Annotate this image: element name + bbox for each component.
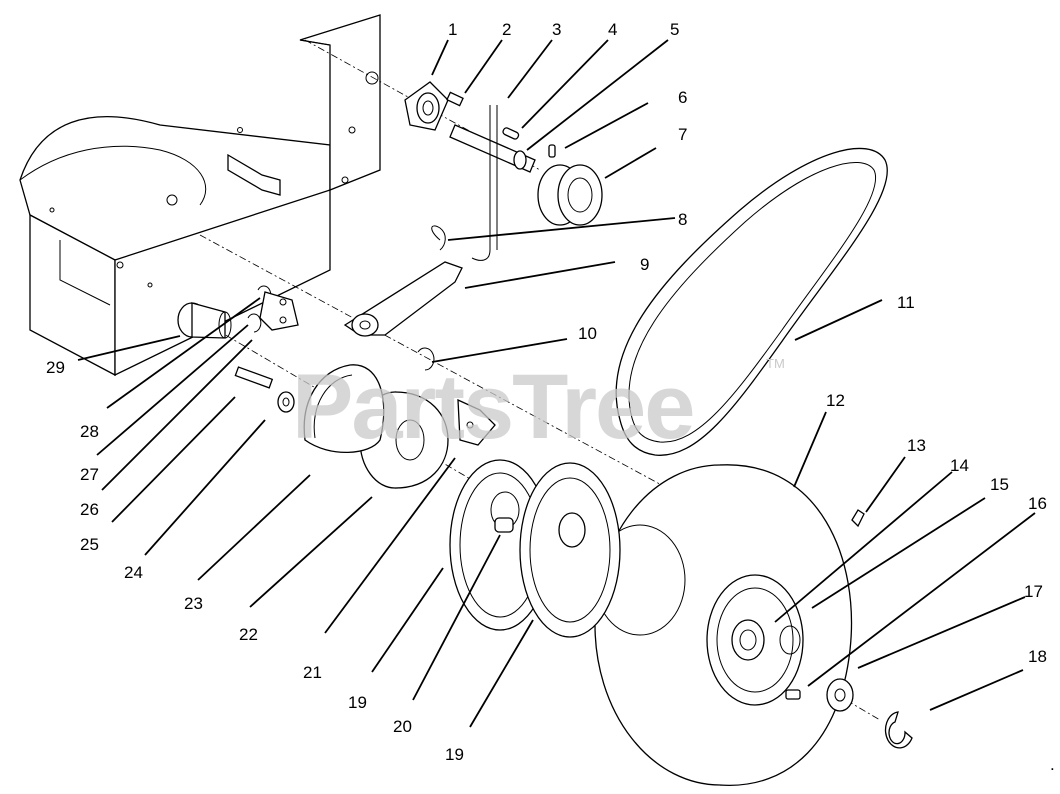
idler-arm bbox=[343, 261, 463, 337]
leader-4 bbox=[521, 39, 609, 129]
leader-lines bbox=[77, 39, 1036, 728]
brake-band bbox=[303, 364, 385, 454]
leader-11 bbox=[794, 299, 883, 341]
leader-13 bbox=[865, 456, 906, 513]
wheel-tire bbox=[594, 464, 853, 786]
callout-labels: 1 2 3 4 5 6 7 8 9 10 11 12 13 14 15 16 1… bbox=[46, 20, 1055, 774]
grease-fitting bbox=[851, 509, 865, 528]
hairpin-cotter bbox=[431, 225, 446, 251]
callout-26: 26 bbox=[80, 500, 99, 519]
leader-25 bbox=[111, 396, 236, 523]
leader-23 bbox=[197, 474, 311, 581]
leader-5 bbox=[526, 39, 669, 151]
callout-16: 16 bbox=[1028, 494, 1047, 513]
corner-mark: . bbox=[1050, 755, 1055, 774]
callout-4: 4 bbox=[608, 20, 617, 39]
flange-bolt bbox=[446, 91, 464, 107]
grease-zerk bbox=[785, 689, 801, 700]
callout-6: 6 bbox=[678, 88, 687, 107]
callout-19b: 19 bbox=[445, 745, 464, 764]
callout-9: 9 bbox=[640, 255, 649, 274]
brake-bracket bbox=[457, 398, 496, 446]
leader-17 bbox=[857, 596, 1026, 669]
leader-1 bbox=[431, 39, 449, 76]
callout-5: 5 bbox=[670, 20, 679, 39]
shaft-key bbox=[502, 127, 520, 140]
callout-23: 23 bbox=[184, 594, 203, 613]
leader-9 bbox=[464, 261, 616, 289]
wheel-spacer bbox=[826, 678, 854, 712]
bearing-flange bbox=[404, 81, 449, 131]
leader-10 bbox=[431, 338, 568, 363]
v-belt bbox=[615, 147, 888, 456]
bushing-lower bbox=[247, 313, 262, 333]
leader-2 bbox=[464, 39, 503, 94]
watermark-text: PartsTree bbox=[292, 356, 693, 458]
callout-24: 24 bbox=[124, 563, 143, 582]
callout-2: 2 bbox=[502, 20, 511, 39]
leader-12 bbox=[793, 411, 827, 488]
callout-14: 14 bbox=[950, 456, 969, 475]
callout-17: 17 bbox=[1024, 582, 1043, 601]
callout-3: 3 bbox=[552, 20, 561, 39]
partstree-watermark: PartsTree TM bbox=[292, 356, 785, 458]
idler-pulley bbox=[537, 164, 603, 226]
callout-11: 11 bbox=[897, 293, 915, 312]
callout-29: 29 bbox=[46, 358, 65, 377]
callout-28: 28 bbox=[80, 422, 99, 441]
callout-18: 18 bbox=[1028, 647, 1047, 666]
callout-8: 8 bbox=[678, 210, 687, 229]
carriage-bolt bbox=[234, 366, 274, 389]
callout-22: 22 bbox=[239, 625, 258, 644]
leader-20 bbox=[412, 534, 501, 701]
idler-shaft bbox=[449, 105, 536, 261]
pulley-hub bbox=[494, 517, 514, 533]
leader-27 bbox=[96, 324, 249, 456]
callout-1: 1 bbox=[448, 20, 457, 39]
callout-10: 10 bbox=[578, 324, 597, 343]
leader-6 bbox=[564, 102, 649, 149]
callout-27: 27 bbox=[80, 465, 99, 484]
leader-26 bbox=[101, 339, 253, 491]
leader-7 bbox=[604, 147, 657, 179]
brake-link bbox=[259, 291, 299, 331]
shaft-spacer bbox=[513, 150, 527, 170]
callout-12: 12 bbox=[826, 391, 845, 410]
leader-19a bbox=[371, 567, 444, 673]
watermark-trademark: TM bbox=[766, 356, 785, 371]
callout-25: 25 bbox=[80, 535, 99, 554]
spindle-pivot bbox=[177, 302, 232, 339]
leader-21 bbox=[324, 457, 456, 634]
retaining-ring bbox=[417, 347, 435, 371]
callout-19a: 19 bbox=[348, 693, 367, 712]
washer bbox=[277, 391, 295, 413]
callout-21: 21 bbox=[303, 663, 322, 682]
leader-14 bbox=[774, 471, 953, 623]
callout-15: 15 bbox=[990, 475, 1009, 494]
leader-24 bbox=[144, 419, 266, 556]
wheel-bearing bbox=[779, 625, 801, 655]
callout-20: 20 bbox=[393, 717, 412, 736]
callout-13: 13 bbox=[907, 436, 926, 455]
set-screw bbox=[548, 144, 556, 158]
e-clip bbox=[884, 711, 913, 749]
leader-29 bbox=[77, 335, 181, 361]
leader-28 bbox=[106, 297, 261, 409]
leader-22 bbox=[249, 496, 373, 608]
leader-15 bbox=[811, 497, 986, 609]
leader-16 bbox=[807, 512, 1036, 687]
pulley-half-outer bbox=[519, 462, 621, 638]
mower-frame bbox=[19, 14, 381, 377]
leader-8 bbox=[447, 217, 676, 241]
callout-7: 7 bbox=[678, 125, 687, 144]
leader-19b bbox=[469, 619, 534, 728]
leader-3 bbox=[507, 39, 553, 99]
leader-18 bbox=[929, 669, 1024, 711]
